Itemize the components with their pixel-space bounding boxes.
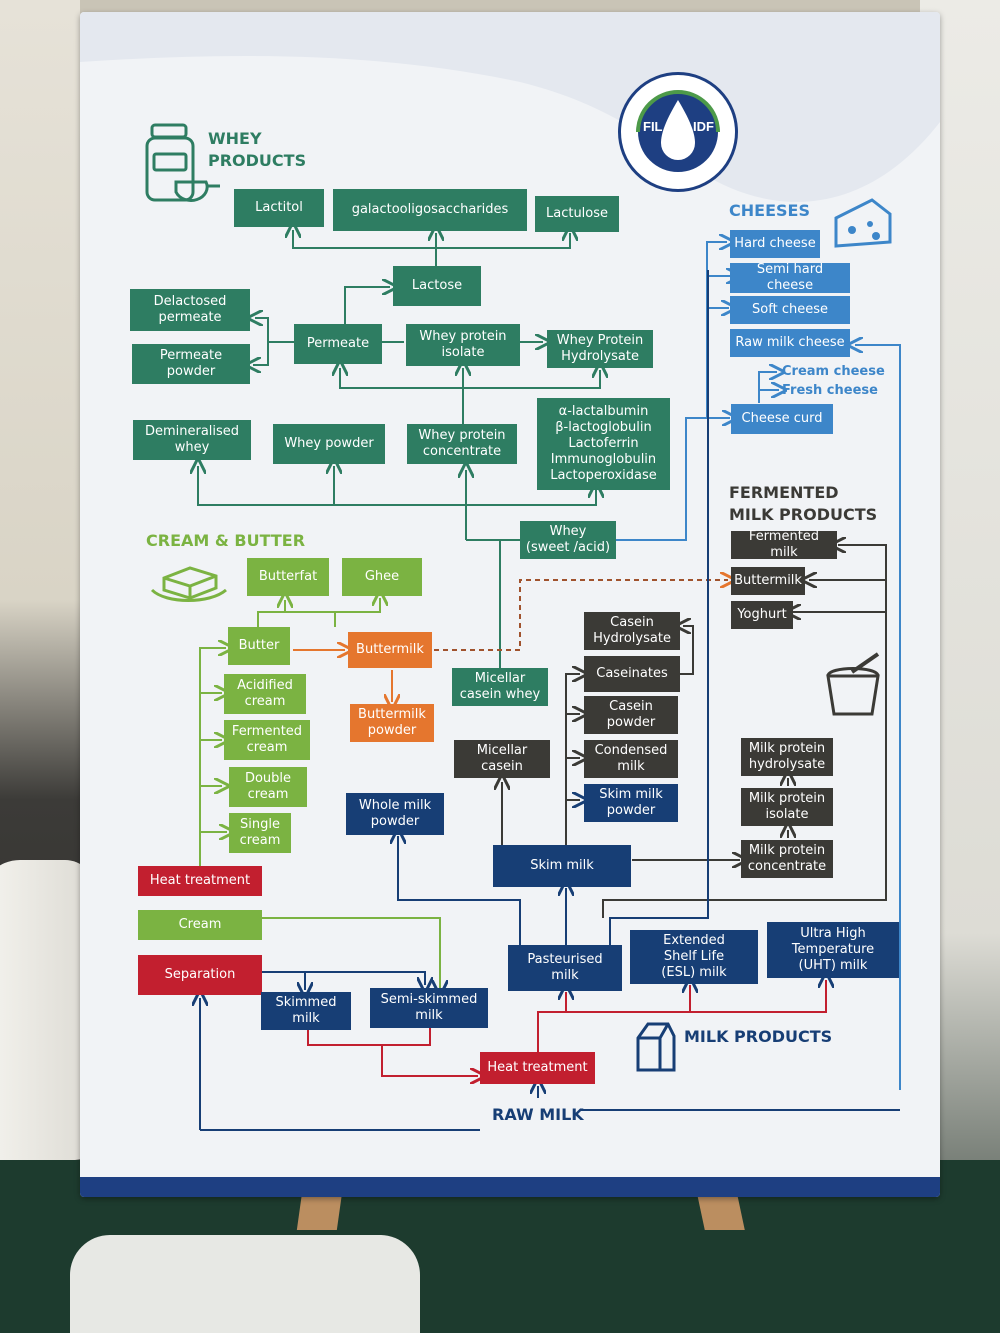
node-skim-milk: Skim milk — [493, 845, 631, 887]
bottom-stripe — [80, 1177, 940, 1197]
node-butterfat: Butterfat — [247, 558, 329, 596]
node-lactose: Lactose — [393, 266, 481, 306]
node-micellar-casein: Micellar casein — [454, 740, 550, 778]
node-single-cream: Single cream — [229, 813, 291, 853]
heading-fermented-milk-products: FERMENTED MILK PRODUCTS — [729, 483, 878, 524]
heading-cheeses: CHEESES — [729, 201, 810, 220]
idf-logo: FIL IDF — [618, 72, 738, 192]
glass-jar — [0, 860, 95, 1160]
node-fermented-milk: Fermented milk — [731, 529, 837, 560]
node-buttermilk: Buttermilk — [348, 632, 432, 668]
node-milk-protein-concentrate: Milk protein concentrate — [741, 840, 833, 878]
node-whole-milk-powder: Whole milk powder — [346, 793, 444, 835]
node-buttermilk-powder: Buttermilk powder — [350, 704, 434, 742]
node-permeate-powder: Permeate powder — [132, 344, 250, 384]
logo-idf: IDF — [693, 119, 714, 134]
node-skim-milk-powder: Skim milk powder — [584, 784, 678, 822]
label-cream-cheese: Cream cheese — [782, 364, 885, 379]
node-heat-treatment-cream: Heat treatment — [138, 866, 262, 896]
node-milk-protein-isolate: Milk protein isolate — [741, 788, 833, 826]
node-galactooligosaccharides: galactooligosaccharides — [333, 189, 527, 231]
logo-fil: FIL — [643, 119, 663, 134]
node-hard-cheese: Hard cheese — [730, 230, 820, 258]
node-lactitol: Lactitol — [234, 189, 324, 227]
node-uht-milk: Ultra High Temperature (UHT) milk — [767, 922, 899, 978]
protein-jar-icon — [145, 123, 220, 202]
node-raw-milk-cheese: Raw milk cheese — [730, 329, 850, 357]
butter-icon — [150, 566, 227, 602]
node-fermented-cream: Fermented cream — [224, 720, 310, 760]
node-skimmed-milk: Skimmed milk — [261, 992, 351, 1030]
node-whey-protein-concentrate: Whey protein concentrate — [407, 424, 517, 464]
node-double-cream: Double cream — [229, 767, 307, 807]
node-whey-powder: Whey powder — [273, 424, 385, 464]
node-cream: Cream — [138, 910, 262, 940]
node-esl-milk: Extended Shelf Life (ESL) milk — [630, 930, 758, 984]
heading-cream-butter: CREAM & BUTTER — [146, 531, 306, 550]
node-semi-skimmed-milk: Semi-skimmed milk — [370, 988, 488, 1028]
node-condensed-milk: Condensed milk — [584, 740, 678, 778]
node-cheese-curd: Cheese curd — [731, 404, 833, 434]
yoghurt-cup-icon — [826, 652, 880, 716]
node-whey-protein-isolate: Whey protein isolate — [406, 324, 520, 366]
node-delactosed-permeate: Delactosed permeate — [130, 289, 250, 331]
heading-raw-milk: RAW MILK — [492, 1105, 584, 1124]
node-heat-treatment-milk: Heat treatment — [480, 1052, 595, 1084]
node-caseinates: Caseinates — [584, 656, 680, 692]
heading-milk-products: MILK PRODUCTS — [684, 1027, 833, 1046]
node-ghee: Ghee — [342, 558, 422, 596]
plastic-bag — [70, 1235, 420, 1333]
node-whey-protein-hydrolysate: Whey Protein Hydrolysate — [547, 330, 653, 368]
node-pasteurised-milk: Pasteurised milk — [508, 945, 622, 991]
node-acidified-cream: Acidified cream — [224, 674, 306, 714]
milk-carton-icon — [636, 1022, 676, 1072]
node-butter: Butter — [228, 627, 290, 665]
node-yoghurt: Yoghurt — [731, 601, 793, 629]
node-whey-sweet-acid: Whey (sweet /acid) — [520, 521, 616, 559]
node-demineralised-whey: Demineralised whey — [133, 420, 251, 460]
node-casein-hydrolysate: Casein Hydrolysate — [584, 612, 680, 650]
label-fresh-cheese: Fresh cheese — [782, 383, 878, 398]
node-semi-hard-cheese: Semi hard cheese — [730, 262, 850, 293]
node-separation: Separation — [138, 955, 262, 995]
node-soft-cheese: Soft cheese — [730, 296, 850, 324]
node-milk-protein-hydrolysate: Milk protein hydrolysate — [741, 738, 833, 776]
node-whey-protein-fractions: α-lactalbumin β-lactoglobulin Lactoferri… — [537, 398, 670, 490]
node-permeate: Permeate — [294, 324, 382, 364]
node-casein-powder: Casein powder — [584, 696, 678, 734]
node-buttermilk-fermented: Buttermilk — [731, 567, 805, 595]
heading-whey-products: WHEY PRODUCTS — [208, 129, 307, 170]
node-micellar-casein-whey: Micellar casein whey — [452, 668, 548, 706]
cheese-icon — [834, 198, 892, 248]
node-lactulose: Lactulose — [535, 196, 619, 232]
